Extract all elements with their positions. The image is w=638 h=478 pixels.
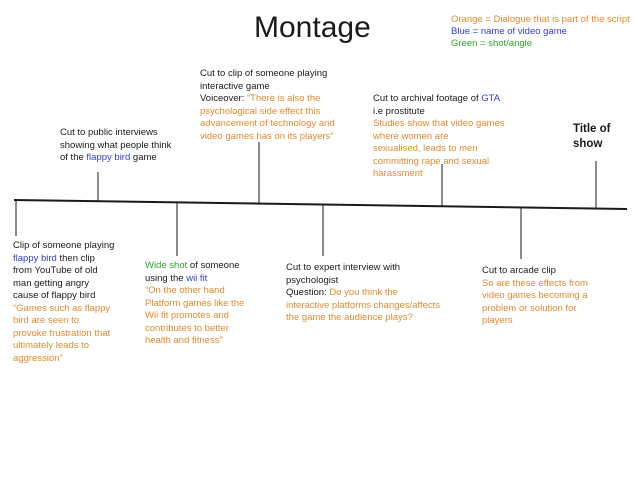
legend-orange: Orange = Dialogue that is part of the sc…	[451, 14, 630, 25]
legend-blue: Blue = name of video game	[451, 26, 567, 37]
note-gta-footage: Cut to archival footage of GTA i.e prost…	[373, 93, 505, 179]
legend-green: Green = shot/angle	[451, 38, 533, 49]
note-arcade-clip: Cut to arcade clip So are these effects …	[482, 265, 588, 326]
game-name-wii-fit: wii fit	[186, 272, 208, 284]
note-expert-interview: Cut to expert interview with psychologis…	[286, 262, 441, 323]
note-wii-fit: Wide shot of someone using the wii fit “…	[145, 260, 245, 346]
note-flappy-bird-clip: Clip of someone playing flappy bird then…	[13, 240, 115, 364]
page-title: Montage	[254, 11, 371, 44]
shot-wide: Wide shot	[145, 260, 188, 271]
note-title-of-show: Title of show	[573, 123, 611, 150]
game-name-gta: GTA	[481, 93, 501, 104]
note-interactive-game: Cut to clip of someone playing interacti…	[200, 68, 335, 142]
color-legend: Orange = Dialogue that is part of the sc…	[451, 14, 630, 50]
timeline-main-line	[13, 199, 628, 210]
game-name-flappy-bird: flappy bird	[13, 252, 57, 264]
game-name-flappy-bird: flappy bird	[86, 152, 131, 163]
note-public-interviews: Cut to public interviews showing what pe…	[60, 127, 172, 163]
